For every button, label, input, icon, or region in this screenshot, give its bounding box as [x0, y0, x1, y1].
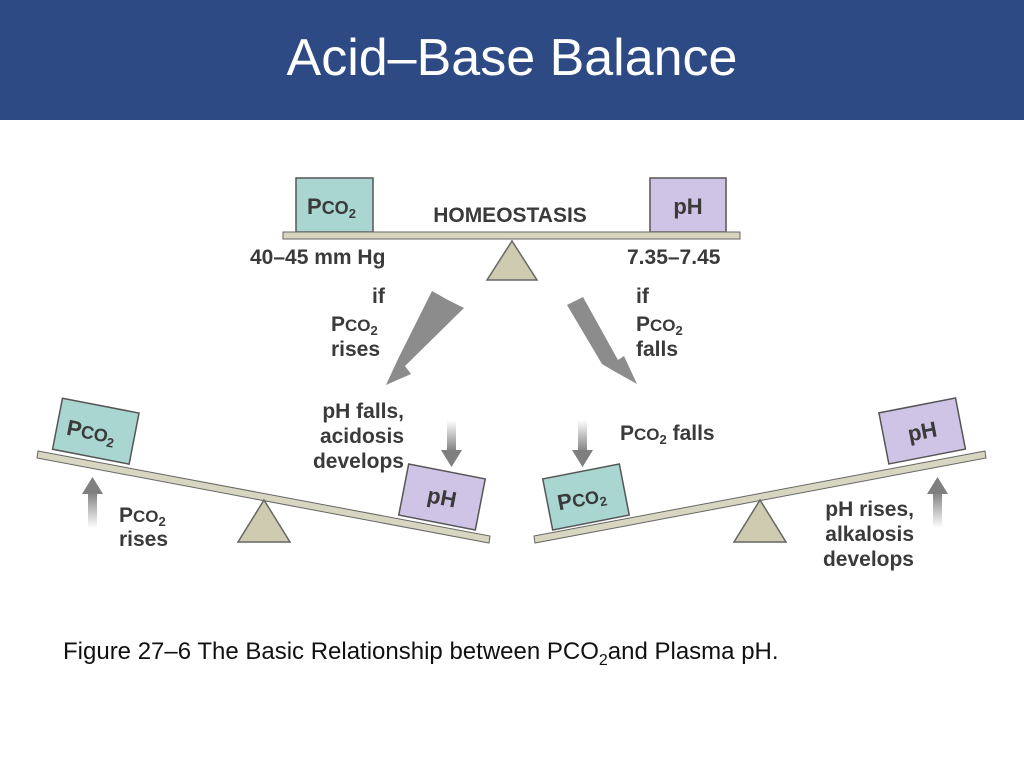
top-pco2-co: CO: [322, 198, 349, 218]
right-pco2-co: CO: [650, 316, 676, 335]
caption-pre: Figure 27–6 The Basic Relationship betwe…: [63, 638, 599, 665]
right-arrow-text: if PCO2 falls: [636, 285, 683, 361]
left-pco2-box-group: PCO2: [51, 397, 140, 466]
left-if: if: [372, 285, 386, 308]
figure-caption: Figure 27–6 The Basic Relationship betwe…: [63, 638, 779, 670]
title-bar: Acid–Base Balance: [0, 0, 1024, 120]
svg-text:PCO2: PCO2: [331, 313, 378, 338]
right-fall-co: CO: [634, 425, 660, 444]
right-diagonal-arrow: [567, 297, 637, 384]
alkalosis-balance: PCO2 pH PCO2 falls pH rises, alkalosis d…: [533, 397, 987, 571]
right-beam: [533, 450, 987, 544]
left-rise-label: PCO2 rises: [119, 504, 168, 551]
left-up-arrow: [82, 477, 103, 528]
acidosis-line3: develops: [313, 450, 404, 473]
left-box-sub: 2: [105, 435, 115, 451]
pco2-normal-range: 40–45 mm Hg: [250, 246, 385, 269]
right-pco2-p: P: [636, 313, 650, 336]
acidosis-balance: PCO2 pH PCO2 rises pH falls, acidosis de…: [36, 397, 491, 551]
left-rise-co: CO: [133, 507, 159, 526]
left-diagonal-arrow: [386, 291, 464, 385]
left-down-arrow: [441, 420, 462, 467]
svg-text:PCO2: PCO2: [119, 504, 166, 529]
caption-sub: 2: [598, 651, 608, 669]
right-ph-box-group: pH: [878, 397, 967, 465]
right-pco2-box-group: PCO2: [541, 463, 631, 531]
left-fulcrum: [236, 498, 292, 543]
left-ph-box: [397, 463, 487, 531]
left-pco2-co: CO: [345, 316, 371, 335]
right-pco2-sub: 2: [676, 323, 683, 338]
right-down-arrow: [572, 420, 593, 467]
ph-normal-range: 7.35–7.45: [627, 246, 721, 269]
svg-text:PCO2: PCO2: [636, 313, 683, 338]
left-pco2-box: [51, 397, 140, 466]
acidosis-line1: pH falls,: [322, 400, 404, 423]
right-box-sub: 2: [598, 493, 608, 509]
acidosis-line2: acidosis: [320, 425, 404, 448]
left-ph-box-group: pH: [397, 463, 487, 531]
homeostasis-balance: PCO2 pH HOMEOSTASIS 40–45 mm Hg 7.35–7.4…: [250, 177, 741, 281]
left-beam: [36, 450, 491, 544]
right-ph-label: pH: [906, 416, 940, 446]
left-arrow-text: if PCO2 rises: [331, 285, 386, 361]
right-fall-rest: falls: [667, 422, 715, 445]
top-fulcrum: [485, 239, 539, 281]
left-box-p: P: [65, 415, 84, 442]
left-rise-sub: 2: [159, 514, 166, 529]
acidosis-effect: pH falls, acidosis develops: [313, 400, 404, 473]
alkalosis-line2: alkalosis: [825, 523, 914, 546]
right-if: if: [636, 285, 650, 308]
top-ph-label: pH: [673, 194, 702, 219]
alkalosis-effect: pH rises, alkalosis develops: [823, 498, 914, 571]
right-falls: falls: [636, 338, 678, 361]
caption-post: and Plasma pH.: [607, 638, 779, 665]
right-up-arrow: [927, 477, 948, 528]
right-ph-box: [878, 397, 967, 465]
left-pco2-p: P: [331, 313, 345, 336]
top-pco2-sub: 2: [349, 206, 356, 221]
top-pco2-p: P: [307, 194, 322, 219]
alkalosis-line1: pH rises,: [825, 498, 914, 521]
left-ph-label: pH: [425, 482, 459, 512]
left-rise-text: rises: [119, 528, 168, 551]
homeostasis-label: HOMEOSTASIS: [433, 204, 587, 227]
page-title: Acid–Base Balance: [286, 29, 738, 87]
right-fulcrum: [732, 498, 788, 543]
left-rise-p: P: [119, 504, 133, 527]
left-pco2-sub: 2: [371, 323, 378, 338]
left-rises: rises: [331, 338, 380, 361]
right-fall-sub: 2: [660, 432, 667, 447]
right-pco2-box: [541, 463, 631, 531]
svg-text:PCO2: PCO2: [307, 194, 356, 221]
right-fall-p: P: [620, 422, 634, 445]
alkalosis-line3: develops: [823, 548, 914, 571]
right-box-p: P: [555, 488, 574, 515]
right-fall-label: PCO2 falls: [620, 422, 715, 447]
svg-text:PCO2: PCO2: [555, 481, 608, 517]
top-beam: [282, 231, 741, 240]
